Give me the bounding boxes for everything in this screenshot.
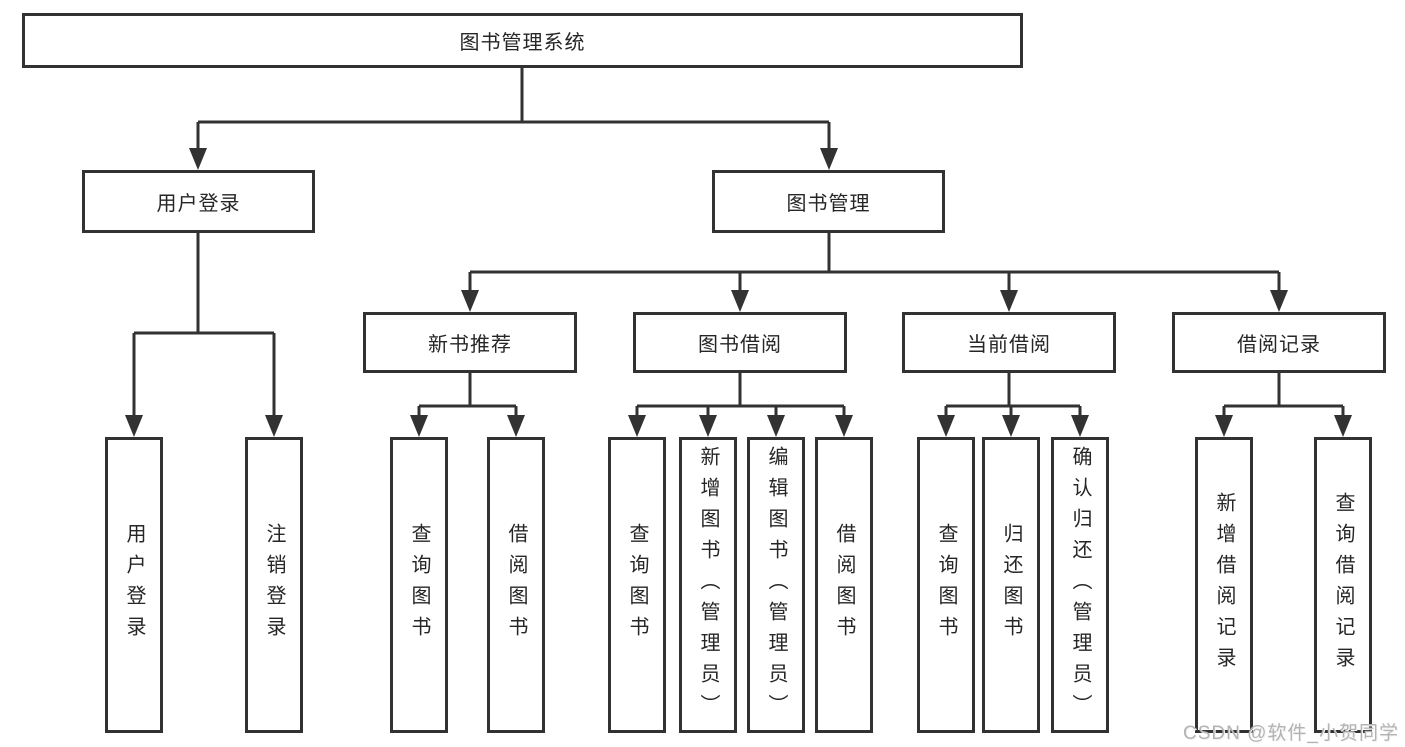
node-book-mgmt-label: 图书管理 — [786, 193, 871, 215]
node-root-label: 图书管理系统 — [459, 32, 586, 54]
node-borrow-records: 借阅记录 — [1172, 312, 1386, 373]
node-current-borrow-label: 当前借阅 — [967, 334, 1051, 356]
leaf-rec-query-books-label: 查询图书 — [408, 523, 430, 647]
connector-user-login-to-leaves — [125, 233, 283, 437]
leaf-bb-borrow-books-label: 借阅图书 — [833, 523, 855, 647]
node-book-mgmt: 图书管理 — [712, 170, 945, 233]
leaf-bb-query-books: 查询图书 — [608, 437, 666, 733]
node-new-book-rec-label: 新书推荐 — [428, 334, 512, 356]
node-current-borrow: 当前借阅 — [902, 312, 1116, 373]
leaf-bb-add-books-admin: 新增图书（管理员） — [679, 437, 737, 733]
csdn-watermark: CSDN @软件_小贺同学 — [1183, 723, 1399, 744]
leaf-br-add-record: 新增借阅记录 — [1195, 437, 1253, 733]
node-user-login: 用户登录 — [82, 170, 315, 233]
leaf-bb-borrow-books: 借阅图书 — [815, 437, 873, 733]
leaf-cb-query-books-label: 查询图书 — [935, 523, 957, 647]
node-book-borrow: 图书借阅 — [633, 312, 847, 373]
leaf-rec-borrow-books: 借阅图书 — [487, 437, 545, 733]
node-root: 图书管理系统 — [22, 13, 1023, 68]
leaf-br-query-record: 查询借阅记录 — [1314, 437, 1372, 733]
leaf-bb-add-books-admin-label: 新增图书（管理员） — [697, 445, 719, 725]
leaf-cb-return-books: 归还图书 — [982, 437, 1040, 733]
connector-current-borrow-to-leaves — [937, 373, 1089, 437]
leaf-bb-edit-books-admin: 编辑图书（管理员） — [747, 437, 805, 733]
leaf-bb-edit-books-admin-label: 编辑图书（管理员） — [765, 445, 787, 725]
leaf-cb-query-books: 查询图书 — [917, 437, 975, 733]
connector-book-borrow-to-leaves — [628, 373, 853, 437]
node-user-login-label: 用户登录 — [156, 193, 241, 215]
leaf-rec-borrow-books-label: 借阅图书 — [505, 523, 527, 647]
leaf-br-add-record-label: 新增借阅记录 — [1213, 492, 1235, 678]
leaf-rec-query-books: 查询图书 — [390, 437, 448, 733]
leaf-br-query-record-label: 查询借阅记录 — [1332, 492, 1354, 678]
connector-new-book-rec-to-leaves — [410, 373, 525, 437]
node-book-borrow-label: 图书借阅 — [698, 334, 782, 356]
leaf-bb-query-books-label: 查询图书 — [626, 523, 648, 647]
leaf-cb-confirm-return-admin: 确认归还（管理员） — [1051, 437, 1109, 733]
connector-root-to-level2 — [189, 68, 838, 170]
leaf-user-login: 用户登录 — [105, 437, 163, 733]
leaf-cb-return-books-label: 归还图书 — [1000, 523, 1022, 647]
leaf-user-login-label: 用户登录 — [123, 523, 145, 647]
connector-book-mgmt-to-level3 — [461, 233, 1288, 312]
node-borrow-records-label: 借阅记录 — [1237, 334, 1321, 356]
connector-borrow-records-to-leaves — [1215, 373, 1352, 437]
leaf-logout-label: 注销登录 — [263, 523, 285, 647]
leaf-cb-confirm-return-admin-label: 确认归还（管理员） — [1069, 445, 1091, 725]
node-new-book-rec: 新书推荐 — [363, 312, 577, 373]
leaf-logout: 注销登录 — [245, 437, 303, 733]
